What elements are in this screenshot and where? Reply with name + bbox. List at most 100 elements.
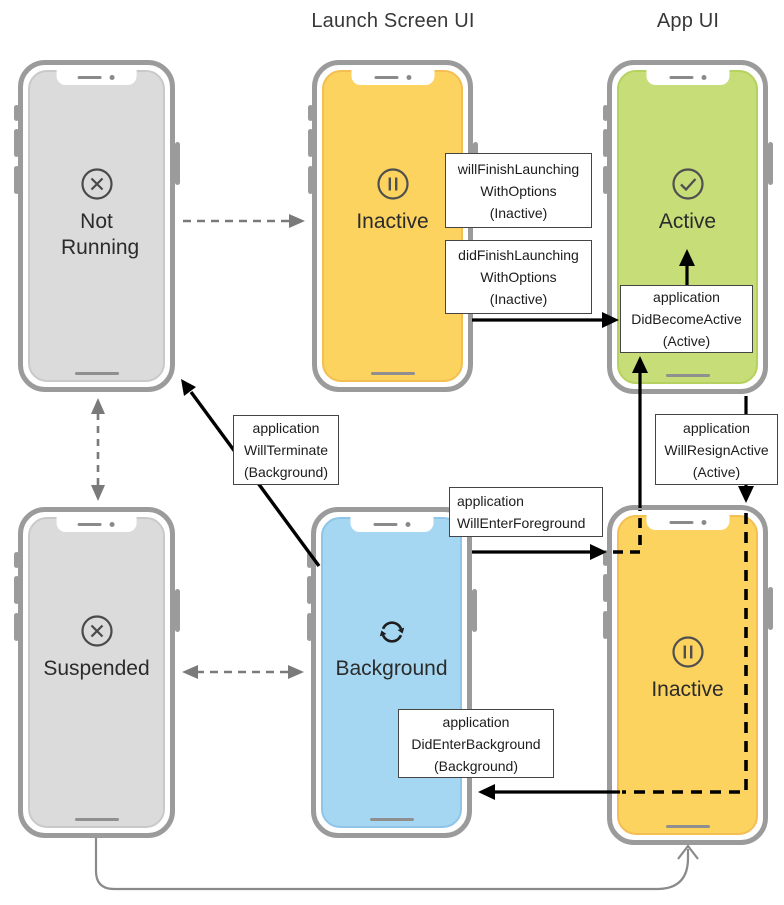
state-label: Inactive — [356, 210, 429, 233]
home-indicator — [74, 817, 119, 821]
callout-line: WillResignActive — [664, 441, 769, 458]
state-label: Inactive — [651, 678, 724, 701]
arrow-didfinishlaunching — [472, 312, 619, 328]
side-button — [306, 576, 312, 604]
circle-pause-icon — [671, 636, 704, 668]
circle-pause-icon — [376, 168, 409, 200]
home-indicator — [665, 373, 710, 377]
side-button — [13, 105, 19, 121]
side-button — [767, 142, 773, 185]
speaker-slot-icon — [78, 523, 102, 526]
side-button — [602, 129, 608, 157]
speaker-slot-icon — [372, 523, 397, 526]
phone-screen — [28, 70, 165, 382]
callout-didfinishlaunchingwithoptions: didFinishLaunching WithOptions (Inactive… — [445, 240, 592, 314]
side-button — [602, 105, 608, 121]
phone-screen — [617, 515, 758, 835]
notch — [349, 517, 434, 532]
arrow-didenterbackground — [478, 784, 620, 800]
side-button — [767, 587, 773, 630]
arrow-suspended-background — [182, 665, 304, 679]
circle-x-icon — [80, 168, 113, 200]
home-indicator — [369, 817, 414, 821]
home-indicator — [74, 371, 119, 375]
callout-line: WillTerminate — [243, 442, 328, 458]
side-button — [602, 611, 608, 639]
callout-line: application — [252, 420, 320, 436]
callout-line: WithOptions — [480, 269, 557, 285]
column-title-app-ui: App UI — [656, 10, 720, 32]
side-button — [307, 129, 313, 157]
side-button — [13, 576, 19, 604]
state-label: Background — [335, 657, 448, 680]
callout-line: (Background) — [433, 757, 519, 774]
state-label: Not Running — [61, 210, 140, 259]
camera-dot-icon — [700, 520, 706, 525]
callout-line: (Active) — [662, 333, 711, 349]
camera-dot-icon — [405, 75, 411, 80]
side-button — [13, 552, 19, 568]
side-button — [307, 105, 313, 121]
callout-line: WillEnterForeground — [457, 515, 586, 531]
side-button — [13, 613, 19, 641]
phone-suspended: Suspended — [13, 507, 180, 838]
callout-applicationdidenterbackground: application DidEnterBackground (Backgrou… — [398, 709, 554, 778]
camera-dot-icon — [404, 522, 410, 527]
callout-applicationdidbecomeactive: application DidBecomeActive (Active) — [620, 285, 753, 353]
state-label: Suspended — [43, 657, 150, 680]
home-indicator — [665, 824, 710, 828]
callout-line: (Inactive) — [489, 291, 548, 307]
callout-applicationwillenterforeground: application WillEnterForeground — [449, 487, 603, 537]
circle-check-icon — [671, 168, 704, 200]
refresh-icon — [379, 621, 404, 643]
arrow-suspended-relaunch-curve — [94, 838, 699, 891]
circle-x-icon — [80, 615, 113, 647]
callout-line: didFinishLaunching — [458, 247, 579, 263]
speaker-slot-icon — [668, 76, 693, 79]
callout-applicationwillresignactive: application WillResignActive (Active) — [655, 414, 778, 485]
arrow-notrunning-suspended — [91, 398, 105, 501]
callout-line: application — [683, 419, 750, 436]
notch — [56, 70, 137, 85]
speaker-slot-icon — [373, 76, 398, 79]
callout-applicationwillterminate: application WillTerminate (Background) — [233, 415, 339, 485]
phone-background: Background — [306, 507, 477, 838]
callout-line: (Inactive) — [489, 204, 548, 221]
notch — [56, 517, 137, 532]
callout-willfinishlaunchingwithoptions: willFinishLaunching WithOptions (Inactiv… — [445, 153, 592, 228]
phone-inactive-launch: Inactive — [307, 60, 478, 392]
notch — [350, 70, 435, 85]
callout-line: (Background) — [243, 464, 329, 480]
state-label: Active — [658, 210, 717, 233]
camera-dot-icon — [110, 522, 115, 527]
callout-line: application — [442, 713, 510, 730]
callout-line: application — [457, 493, 524, 509]
column-title-launch-screen-ui: Launch Screen UI — [311, 10, 475, 32]
side-button — [471, 589, 477, 632]
side-button — [307, 166, 313, 194]
callout-line: (Active) — [692, 463, 741, 480]
callout-line: willFinishLaunching — [457, 160, 580, 177]
camera-dot-icon — [110, 75, 115, 80]
home-indicator — [370, 371, 415, 375]
callout-line: application — [653, 289, 720, 305]
side-button — [602, 574, 608, 602]
side-button — [602, 550, 608, 566]
speaker-slot-icon — [78, 76, 102, 79]
arrow-willenterforeground — [472, 544, 607, 560]
side-button — [13, 166, 19, 194]
side-button — [13, 129, 19, 157]
side-button — [306, 613, 312, 641]
phone-not-running: Not Running — [13, 60, 180, 392]
side-button — [174, 142, 180, 185]
side-button — [174, 589, 180, 632]
speaker-slot-icon — [668, 521, 693, 524]
callout-line: DidEnterBackground — [411, 735, 541, 752]
callout-line: DidBecomeActive — [631, 311, 742, 327]
callout-line: WithOptions — [480, 182, 557, 199]
arrow-notrunning-to-inactive — [183, 214, 305, 228]
camera-dot-icon — [700, 75, 706, 80]
phone-screen — [322, 70, 463, 382]
notch — [645, 70, 730, 85]
